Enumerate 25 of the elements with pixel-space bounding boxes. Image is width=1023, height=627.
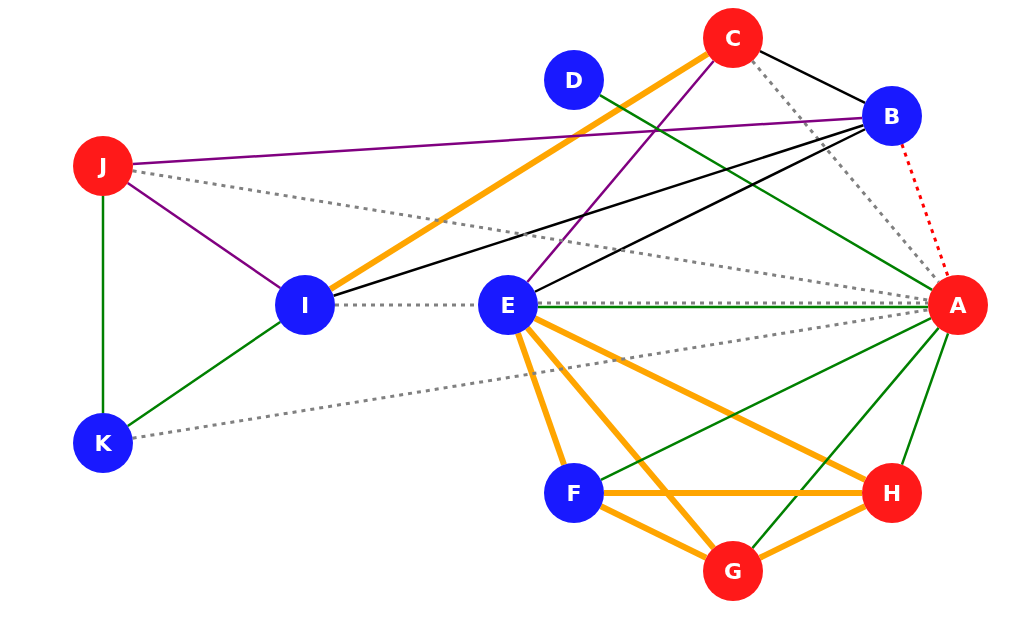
connector-line [604,490,862,496]
connector-line [759,50,866,104]
connector-line [127,320,281,428]
connector-line [538,301,928,305]
connector-line [599,503,708,561]
connector-line [132,116,863,166]
connector-line [525,325,716,551]
connector-line [600,317,932,481]
connector-line [132,308,929,440]
connector-line [101,196,105,413]
connector-line [127,181,281,290]
connector-line [328,51,710,292]
connector-line [515,332,567,466]
connector-line [900,143,950,278]
connector-line [534,128,866,293]
connector-line [533,315,867,483]
connector-line [132,169,929,302]
connector-line [751,327,940,549]
connector-line [900,332,950,466]
connector-line [333,124,864,297]
connector-line [526,60,715,283]
connector-line [751,59,940,284]
connector-line [538,305,928,309]
connector-line [599,94,933,291]
connector-line [758,503,867,561]
